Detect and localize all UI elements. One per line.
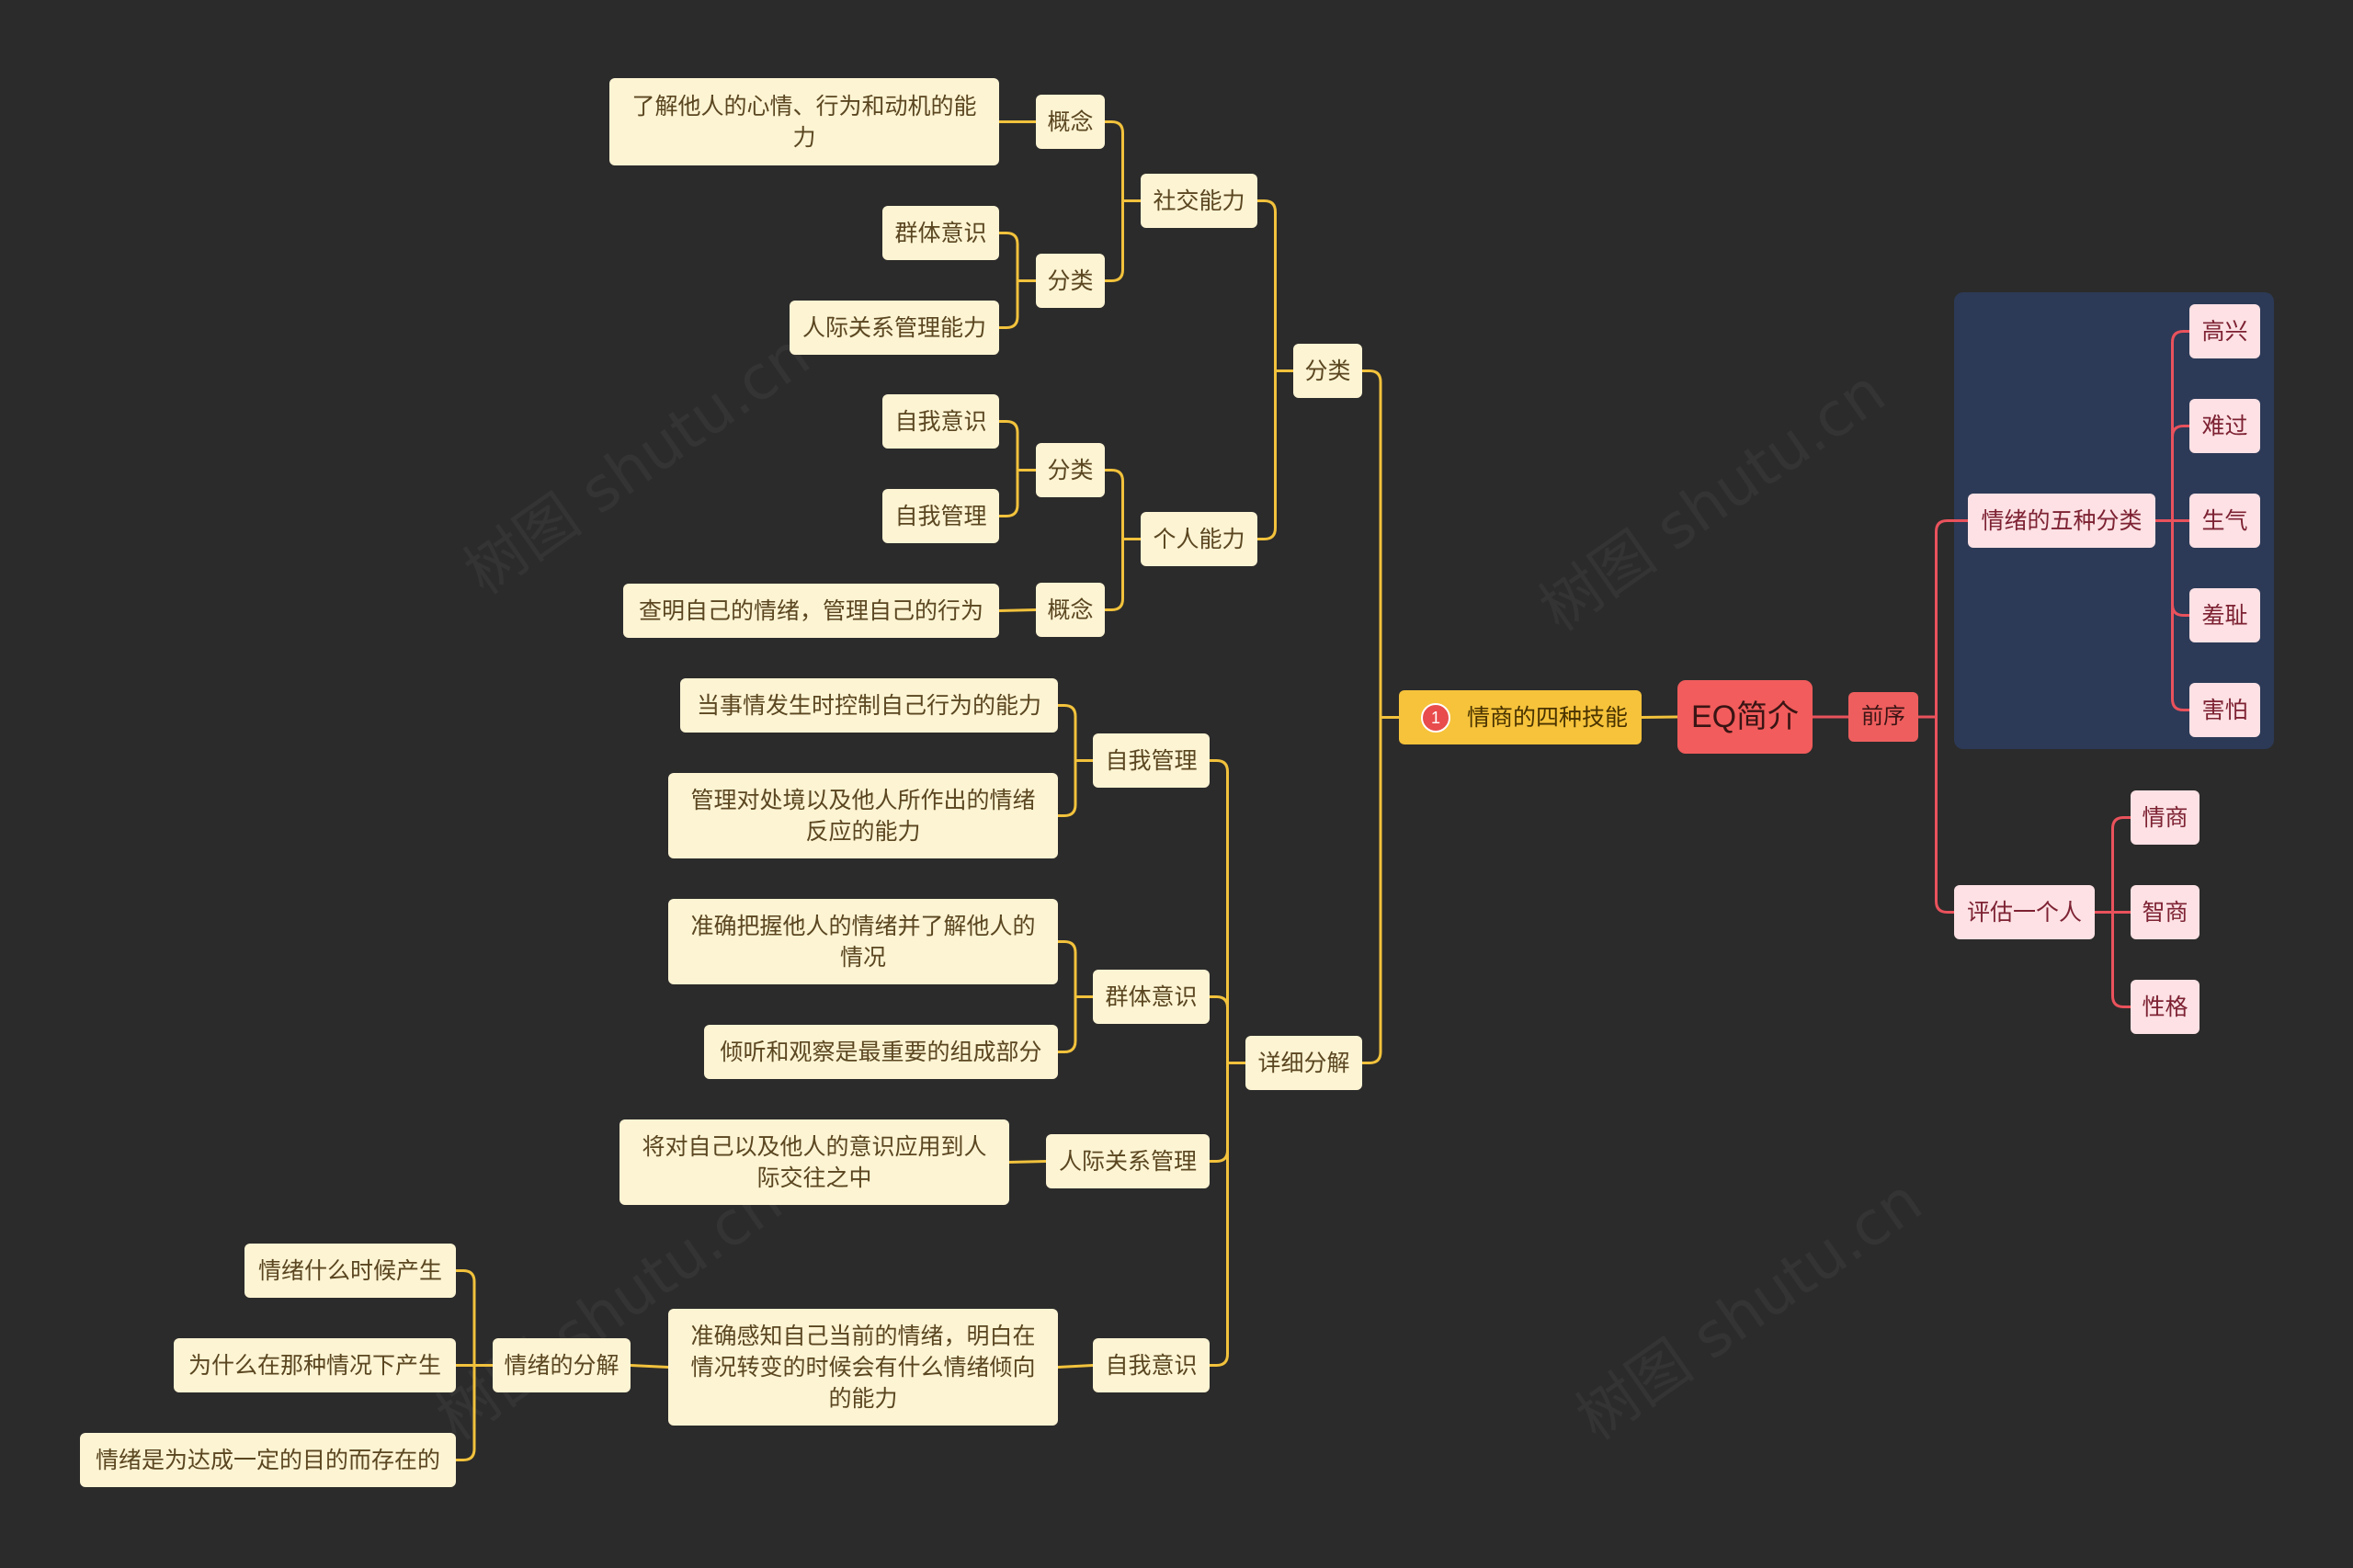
connector-line [1056, 1364, 1095, 1369]
topic-detail-self-management-point[interactable]: 管理对处境以及他人所作出的情绪反应的能力 [668, 773, 1058, 858]
connector-line [1640, 715, 1679, 719]
connector-line [1056, 940, 1095, 998]
topic-emotion-breakdown-point[interactable]: 情绪是为达成一定的目的而存在的 [80, 1433, 456, 1487]
topic-emotion-shame[interactable]: 羞耻 [2189, 588, 2260, 642]
topic-emotion-angry[interactable]: 生气 [2189, 494, 2260, 548]
connector-line [1007, 1160, 1048, 1164]
topic-detail-social-awareness-point[interactable]: 倾听和观察是最重要的组成部分 [704, 1025, 1058, 1079]
topic-evaluate-a-person[interactable]: 评估一个人 [1954, 885, 2095, 939]
topic-detail-self-management[interactable]: 自我管理 [1093, 733, 1210, 788]
connector-line [1916, 715, 1956, 914]
connector-line [1103, 469, 1142, 540]
connector-line [1256, 199, 1295, 372]
topic-detail-self-management-point[interactable]: 当事情发生时控制自己行为的能力 [680, 678, 1058, 733]
topic-social-concept[interactable]: 概念 [1036, 95, 1105, 149]
topic-detailed-breakdown[interactable]: 详细分解 [1245, 1036, 1362, 1090]
topic-detail-relationship-management[interactable]: 人际关系管理 [1046, 1134, 1210, 1188]
connector-line [1056, 759, 1095, 817]
topic-social-awareness[interactable]: 群体意识 [882, 206, 999, 260]
connector-line [454, 1269, 494, 1367]
connector-line [997, 420, 1038, 472]
topic-four-eq-skills[interactable]: 1 情商的四种技能 [1399, 690, 1642, 744]
connector-line [1256, 369, 1295, 540]
topic-emotion-sad[interactable]: 难过 [2189, 399, 2260, 453]
topic-emotion-happy[interactable]: 高兴 [2189, 304, 2260, 358]
connector-line [1103, 120, 1142, 202]
topic-eq[interactable]: 情商 [2131, 790, 2200, 845]
watermark-text: 树图 shutu.cn [1519, 345, 1900, 648]
topic-personal-concept-definition[interactable]: 查明自己的情绪，管理自己的行为 [623, 584, 999, 638]
central-topic-eq-intro[interactable]: EQ简介 [1677, 680, 1813, 754]
topic-emotion-breakdown-point[interactable]: 情绪什么时候产生 [244, 1244, 456, 1298]
connector-line [997, 232, 1038, 282]
connector-line [997, 608, 1038, 612]
connector-line [1360, 716, 1401, 1064]
topic-social-classification[interactable]: 分类 [1036, 254, 1105, 308]
topic-personality[interactable]: 性格 [2131, 980, 2200, 1034]
topic-emotion-breakdown-point[interactable]: 为什么在那种情况下产生 [174, 1338, 456, 1392]
connector-line [1056, 995, 1095, 1053]
connector-line [1056, 704, 1095, 762]
topic-detail-self-awareness[interactable]: 自我意识 [1093, 1338, 1210, 1392]
connector-line [2093, 816, 2132, 914]
watermark-text: 树图 shutu.cn [444, 308, 824, 611]
connector-line [1208, 759, 1247, 1064]
topic-detail-social-awareness[interactable]: 群体意识 [1093, 970, 1210, 1024]
connector-line [1208, 1062, 1247, 1367]
connector-line [454, 1364, 494, 1461]
topic-personal-classification[interactable]: 分类 [1036, 443, 1105, 497]
topic-personal-ability[interactable]: 个人能力 [1141, 512, 1257, 566]
topic-detail-social-awareness-point[interactable]: 准确把握他人的情绪并了解他人的情况 [668, 899, 1058, 984]
topic-social-ability[interactable]: 社交能力 [1141, 174, 1257, 228]
topic-label: 情商的四种技能 [1467, 704, 1629, 731]
topic-five-emotion-categories[interactable]: 情绪的五种分类 [1968, 494, 2155, 548]
topic-preface[interactable]: 前序 [1848, 692, 1918, 742]
connector-line [1360, 369, 1401, 719]
topic-relationship-management-ability[interactable]: 人际关系管理能力 [790, 301, 999, 355]
topic-personal-concept[interactable]: 概念 [1036, 583, 1105, 637]
topic-detail-self-awareness-point[interactable]: 准确感知自己当前的情绪，明白在情况转变的时候会有什么情绪倾向的能力 [668, 1309, 1058, 1426]
watermark-text: 树图 shutu.cn [1556, 1153, 1937, 1457]
connector-line [2093, 911, 2132, 1008]
connector-line [997, 469, 1038, 517]
connector-line [1103, 538, 1142, 611]
topic-iq[interactable]: 智商 [2131, 885, 2200, 939]
topic-classification[interactable]: 分类 [1293, 344, 1362, 398]
connector-line [1103, 199, 1142, 282]
connector-line [629, 1364, 670, 1369]
topic-emotion-fear[interactable]: 害怕 [2189, 683, 2260, 737]
topic-self-management[interactable]: 自我管理 [882, 489, 999, 543]
connector-line [1208, 1062, 1247, 1163]
connector-line [1208, 995, 1247, 1064]
connector-line [997, 279, 1038, 329]
topic-emotion-breakdown[interactable]: 情绪的分解 [493, 1338, 631, 1392]
topic-detail-relationship-management-point[interactable]: 将对自己以及他人的意识应用到人际交往之中 [620, 1119, 1009, 1205]
topic-self-awareness[interactable]: 自我意识 [882, 394, 999, 449]
priority-1-marker-icon: 1 [1421, 702, 1450, 733]
topic-social-concept-definition[interactable]: 了解他人的心情、行为和动机的能力 [609, 78, 999, 165]
